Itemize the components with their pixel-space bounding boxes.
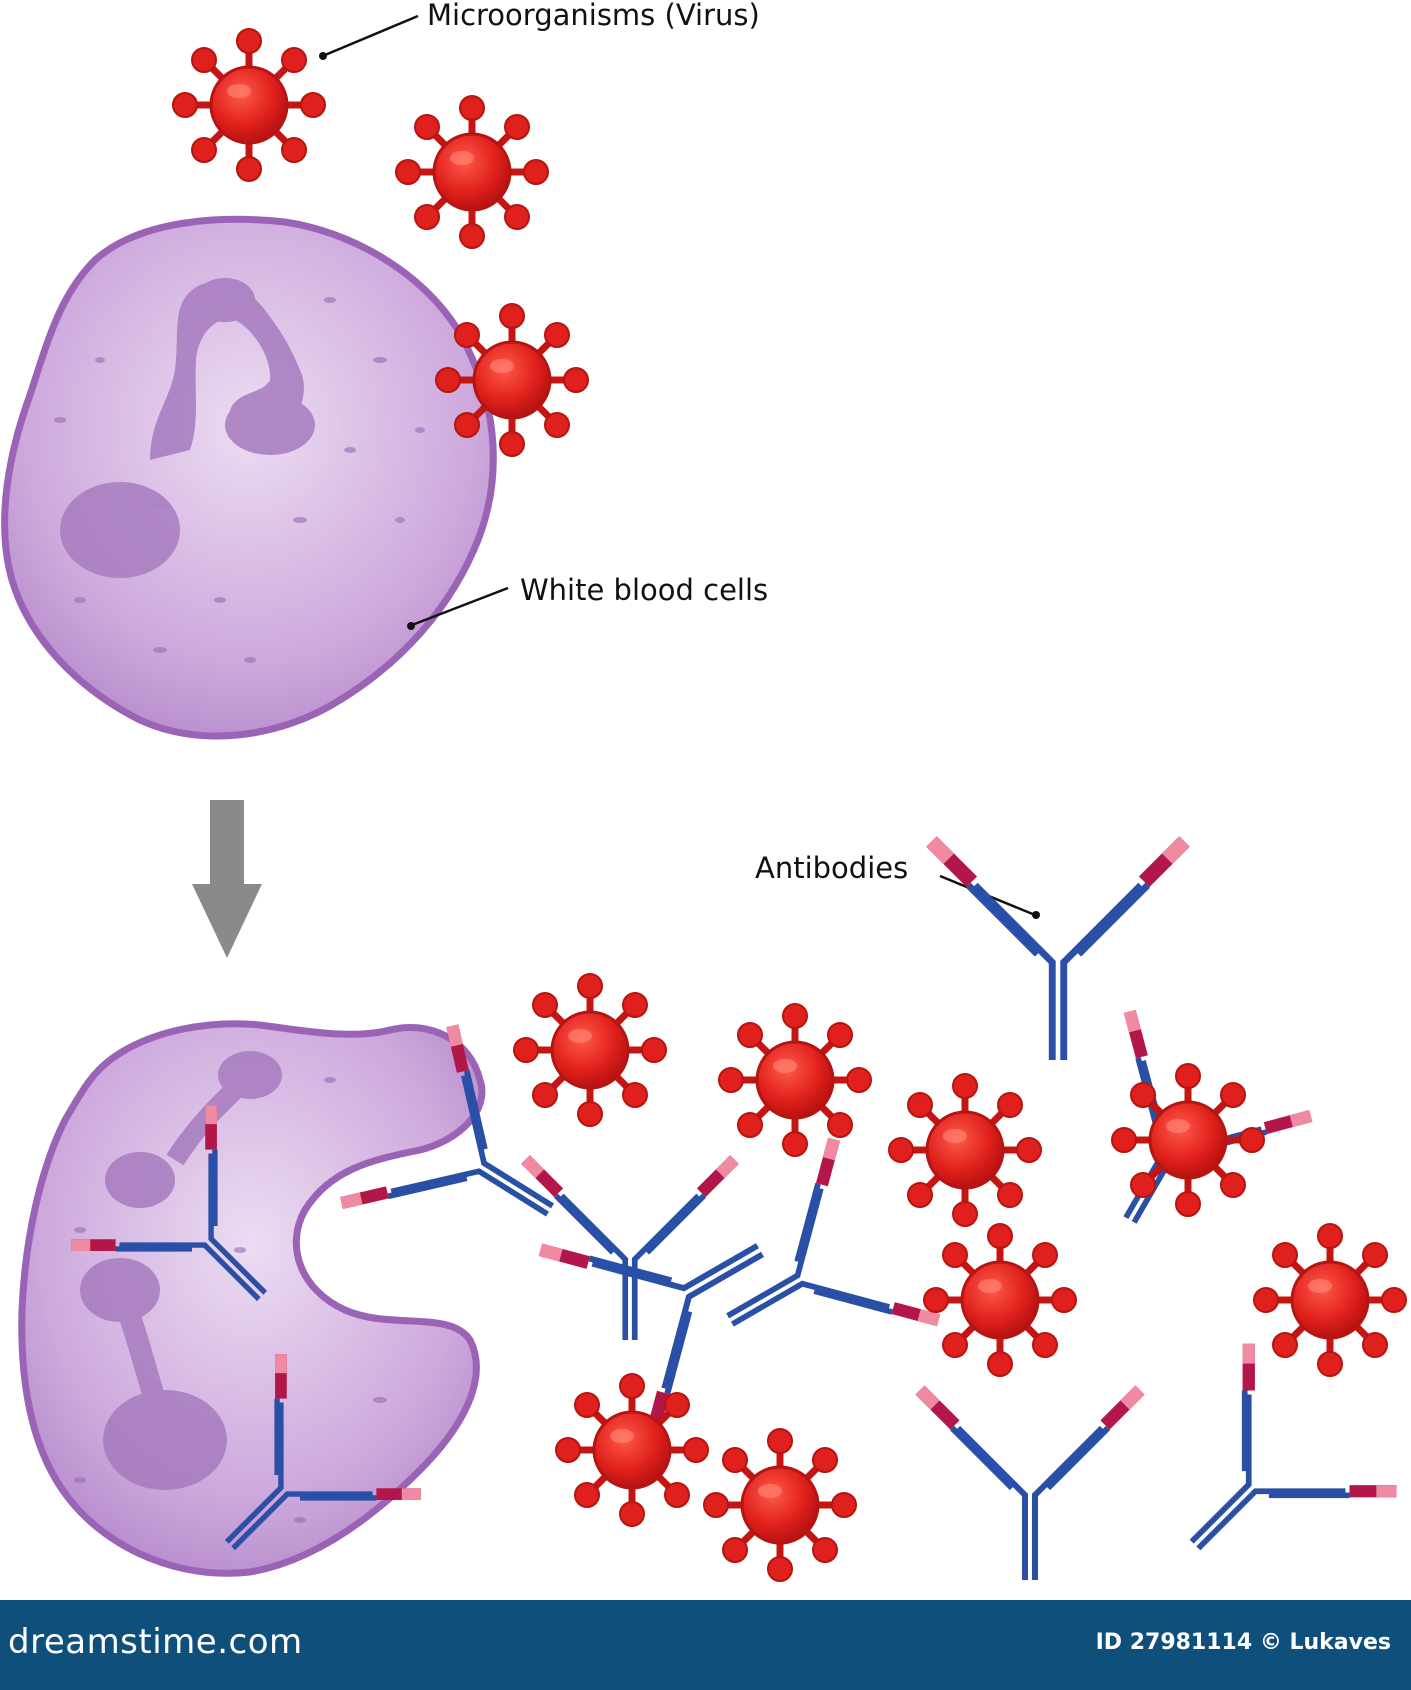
virus bbox=[1112, 1064, 1264, 1216]
white-blood-cell-lower bbox=[18, 1020, 486, 1577]
virus bbox=[173, 29, 325, 181]
virus bbox=[514, 974, 666, 1126]
leader-line-virus bbox=[319, 14, 419, 60]
antibody bbox=[932, 842, 1185, 1061]
virus bbox=[889, 1074, 1041, 1226]
label-antibodies: Antibodies bbox=[755, 851, 909, 885]
immune-response-diagram bbox=[1, 14, 1411, 1600]
virus bbox=[556, 1374, 708, 1526]
image-id-credit: ID 27981114 © Lukaves bbox=[1095, 1630, 1391, 1655]
down-arrow-icon bbox=[192, 800, 262, 958]
white-blood-cell-upper bbox=[1, 215, 497, 740]
virus bbox=[924, 1224, 1076, 1376]
virus bbox=[436, 304, 588, 456]
footer-bar: dreamstime.com ID 27981114 © Lukaves bbox=[0, 1600, 1411, 1690]
antibody bbox=[1121, 1343, 1396, 1600]
label-white-blood-cells: White blood cells bbox=[520, 573, 769, 607]
antibody bbox=[920, 1390, 1140, 1580]
footer-logo[interactable]: dreamstime.com bbox=[8, 1622, 303, 1662]
virus bbox=[704, 1429, 856, 1581]
label-microorganisms: Microorganisms (Virus) bbox=[427, 0, 760, 32]
virus bbox=[1254, 1224, 1406, 1376]
leader-line-wbc bbox=[407, 586, 509, 630]
virus bbox=[396, 96, 548, 248]
virus bbox=[719, 1004, 871, 1156]
